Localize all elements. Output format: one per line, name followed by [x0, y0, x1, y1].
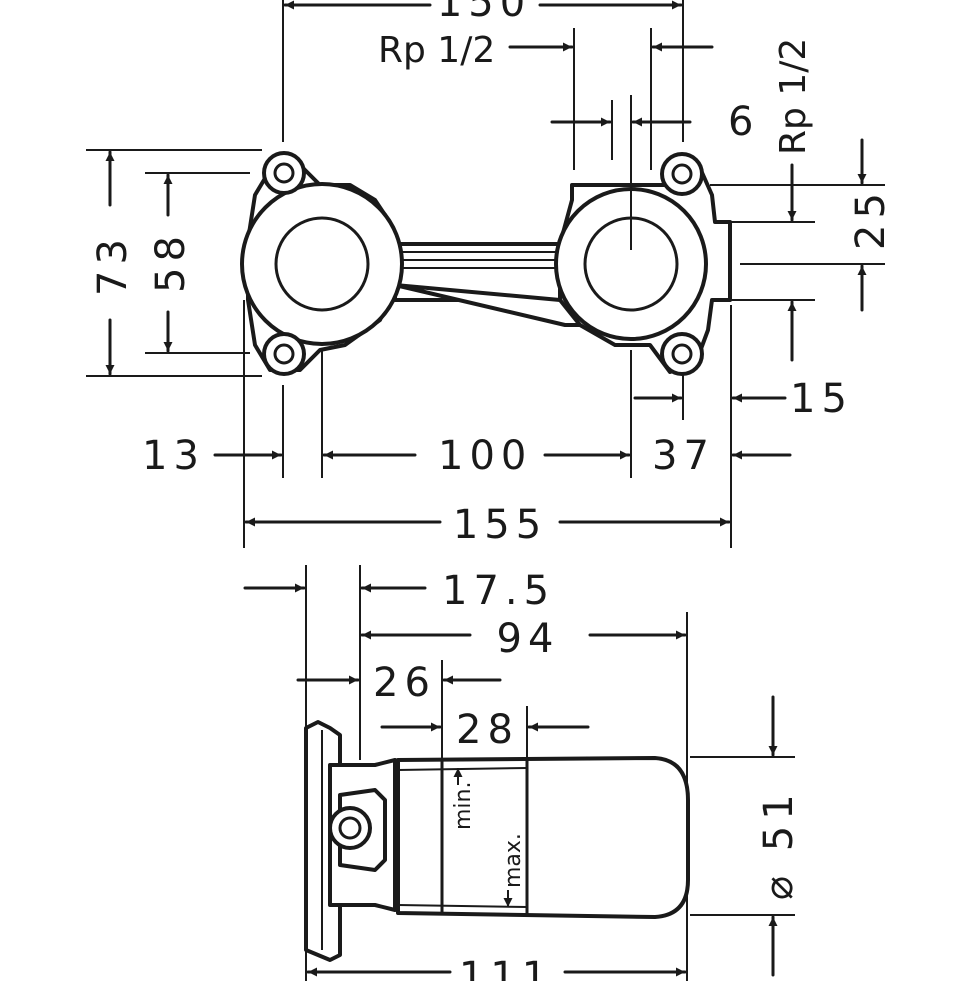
dim-155-label: 155 [453, 502, 547, 548]
side-view: min. max. 17.5 94 26 [243, 565, 802, 981]
dim-100-label: 100 [438, 433, 532, 479]
dimension-25: 25 [710, 138, 894, 312]
dimension-73: 73 [86, 149, 262, 377]
rp-thread-left-callout: Rp 1/2 [378, 28, 714, 170]
dimension-6: 6 [550, 99, 759, 160]
dim-17-5-label: 17.5 [442, 568, 555, 614]
front-view: 150 Rp 1/2 6 Rp 1/2 73 [86, 0, 894, 548]
dimension-17-5: 17.5 [243, 565, 555, 981]
dimension-150: 150 [282, 0, 684, 142]
dimension-28: 28 [380, 706, 590, 760]
rp-left-label: Rp 1/2 [378, 30, 495, 71]
dimension-15-vertical [730, 163, 815, 362]
dimension-13-100-37: 13 100 37 [142, 300, 792, 548]
dim-94-label: 94 [497, 616, 560, 662]
left-valve-housing [240, 151, 404, 376]
right-valve-housing [554, 95, 732, 376]
dim-73-label: 73 [90, 233, 136, 296]
mounting-plate [304, 720, 397, 962]
dim-13-label: 13 [142, 433, 205, 479]
dim-37-label: 37 [652, 433, 715, 479]
dimension-26: 26 [296, 660, 502, 760]
rp-right-label: Rp 1/2 [773, 38, 814, 155]
depth-markers: min. max. [451, 768, 526, 907]
dim-51-label: ⌀ 51 [756, 788, 802, 900]
dim-58-label: 58 [148, 230, 194, 293]
dimension-58: 58 [145, 172, 250, 354]
dim-25-label: 25 [848, 187, 894, 250]
cylinder-body [396, 756, 690, 919]
dim-28-label: 28 [456, 707, 519, 753]
dim-150-label: 150 [437, 0, 531, 26]
dim-15-label: 15 [790, 376, 853, 422]
dim-26-label: 26 [373, 660, 436, 706]
min-label: min. [451, 782, 476, 830]
dimension-94: 94 [360, 612, 688, 981]
dim-111-label: 111 [459, 954, 553, 981]
max-label: max. [501, 833, 526, 888]
dimension-diameter-51: ⌀ 51 [690, 695, 802, 977]
dimension-155: 155 [244, 502, 731, 548]
dimension-111: 111 [306, 954, 687, 981]
dimension-15: 15 [633, 305, 853, 548]
dim-6-label: 6 [728, 99, 759, 145]
